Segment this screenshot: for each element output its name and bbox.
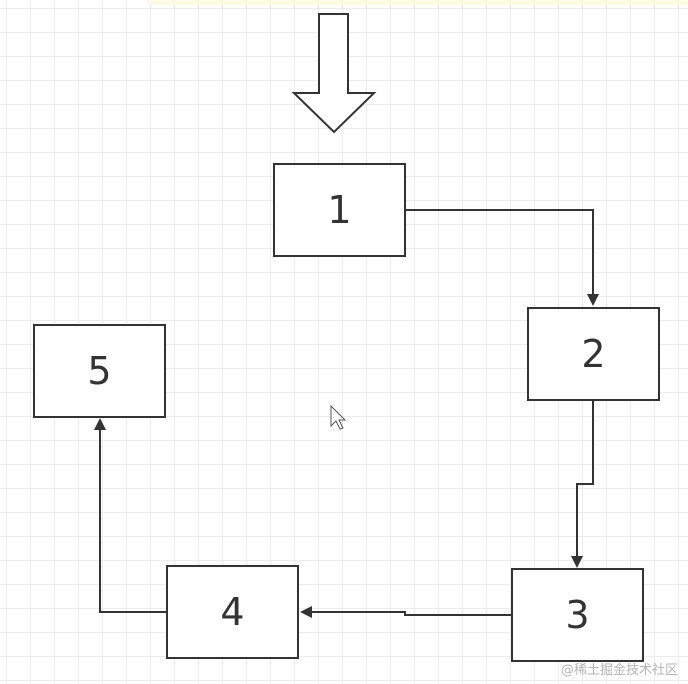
node-box-2 bbox=[527, 307, 660, 401]
entry-arrow bbox=[291, 13, 377, 134]
edge-3-to-4 bbox=[300, 606, 512, 618]
edge-1-to-2 bbox=[405, 209, 599, 306]
edge-4-to-5 bbox=[94, 418, 167, 613]
node-box-5 bbox=[33, 324, 166, 418]
node-box-3 bbox=[511, 568, 644, 662]
node-box-1 bbox=[273, 163, 406, 257]
watermark-text: @稀土掘金技术社区 bbox=[560, 663, 678, 678]
mouse-cursor-icon bbox=[330, 404, 347, 430]
top-highlight-strip bbox=[148, 0, 688, 5]
edge-2-to-3 bbox=[571, 400, 594, 568]
node-box-4 bbox=[166, 565, 299, 659]
